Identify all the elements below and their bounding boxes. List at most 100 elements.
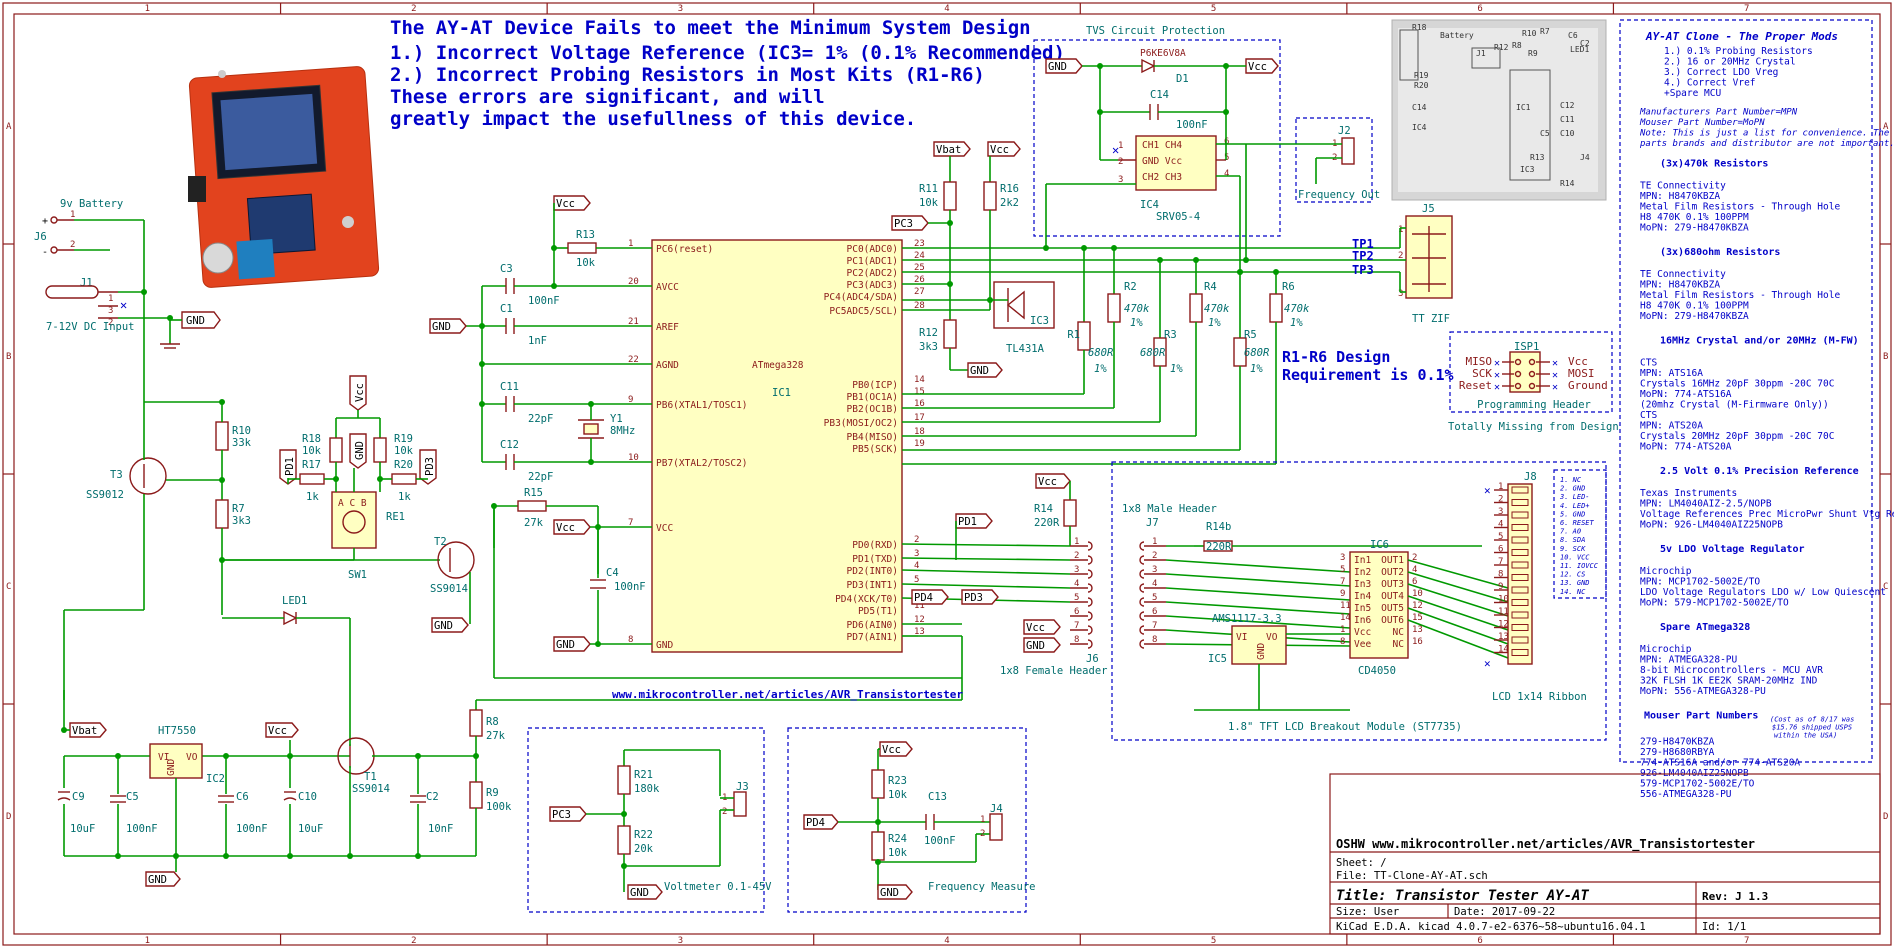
- tb-kicad: KiCad E.D.A. kicad 4.0.7-e2-6376~58~ubun…: [1336, 921, 1646, 933]
- svg-text:ISP1: ISP1: [1514, 341, 1539, 353]
- j6-ref: J6: [34, 231, 47, 243]
- svg-text:R1: R1: [1067, 329, 1080, 341]
- svg-text:680R: 680R: [1088, 347, 1113, 359]
- svg-text:Voltmeter 0.1-45V: Voltmeter 0.1-45V: [664, 881, 772, 893]
- svg-text:C9: C9: [72, 791, 85, 803]
- svg-text:100nF: 100nF: [126, 823, 158, 835]
- j8-pin-num: 14: [1498, 645, 1509, 655]
- mcu-pin-left: AREF: [656, 322, 679, 333]
- mcu-name: ATmega328: [752, 360, 804, 371]
- svg-text:1k: 1k: [306, 491, 319, 503]
- pcb-label: Battery: [1440, 31, 1474, 40]
- mcu-pin-num: 12: [914, 615, 925, 625]
- svg-text:R17: R17: [302, 459, 321, 471]
- ic6-pin-num: 7: [1340, 577, 1345, 587]
- svg-text:J5: J5: [1422, 203, 1435, 215]
- mcu-pin-num: 2: [914, 535, 919, 545]
- mcu-pin-right: PD7(AIN1): [847, 632, 898, 643]
- j6-pin-num: 8: [1074, 635, 1079, 645]
- mcu-pin-num: 7: [628, 518, 633, 528]
- mcu-pin-right: PB3(MOSI/OC2): [824, 418, 898, 429]
- ic6-pin-in: In2: [1354, 567, 1371, 578]
- svg-text:R13: R13: [576, 229, 595, 241]
- svg-text:2: 2: [722, 807, 727, 817]
- pcb-label: J4: [1580, 153, 1590, 162]
- mcu-pin-num: 27: [914, 287, 925, 297]
- svg-text:27k: 27k: [524, 517, 544, 529]
- svg-text:10uF: 10uF: [298, 823, 323, 835]
- svg-text:C11: C11: [500, 381, 519, 393]
- warning-line-4: These errors are significant, and will: [390, 86, 825, 108]
- battery-title: 9v Battery: [60, 198, 123, 210]
- grid-col-top: 2: [411, 4, 416, 14]
- bom-section-head: 16MHz Crystal and/or 20MHz (M-FW): [1660, 336, 1859, 347]
- svg-text:TP2: TP2: [1352, 249, 1374, 263]
- j8-legend-item: 10. VCC: [1560, 553, 1590, 561]
- svg-text:GND: GND: [166, 759, 177, 776]
- svg-text:Vbat: Vbat: [72, 725, 97, 737]
- bom-line: Texas Instruments: [1640, 488, 1737, 499]
- svg-text:R6: R6: [1282, 281, 1295, 293]
- bom-line: H8 470K 0.1% 100PPM: [1640, 301, 1749, 312]
- pcb-label: IC3: [1520, 165, 1535, 174]
- svg-text:1%: 1%: [1208, 317, 1221, 329]
- svg-text:VI: VI: [1236, 632, 1247, 643]
- svg-text:R21: R21: [634, 769, 653, 781]
- svg-text:IC5: IC5: [1208, 653, 1227, 665]
- svg-text:✕: ✕: [120, 298, 127, 312]
- j6-pin-num: 4: [1074, 579, 1079, 589]
- mcu-pin-right: PB0(ICP): [852, 380, 898, 391]
- svg-text:Frequency Measure: Frequency Measure: [928, 881, 1035, 893]
- grid-col-bottom: 4: [944, 936, 949, 946]
- svg-text:GND: GND: [970, 365, 989, 377]
- bom-line: 8-bit Microcontrollers - MCU AVR: [1640, 665, 1823, 676]
- ic6-pin-num: 12: [1412, 601, 1423, 611]
- svg-text:10k: 10k: [888, 789, 908, 801]
- j8-pin-num: 5: [1498, 532, 1503, 542]
- j7-pin-num: 8: [1152, 635, 1157, 645]
- bom-line: Metal Film Resistors - Through Hole: [1640, 202, 1840, 213]
- svg-text:100nF: 100nF: [236, 823, 268, 835]
- mcu-pin-right: PD4(XCK/T0): [835, 594, 898, 605]
- mcu-pin-right: PC5ADC5/SCL): [829, 306, 898, 317]
- pcb-label: R12: [1494, 43, 1509, 52]
- svg-text:VO: VO: [186, 752, 198, 763]
- j7-pin-num: 5: [1152, 593, 1157, 603]
- svg-text:SS9014: SS9014: [352, 783, 390, 795]
- svg-text:C1: C1: [500, 303, 513, 315]
- svg-text:PC3: PC3: [894, 218, 913, 230]
- pcb-label: C11: [1560, 115, 1575, 124]
- svg-text:1k: 1k: [398, 491, 411, 503]
- grid-col-top: 4: [944, 4, 949, 14]
- svg-text:PD1: PD1: [958, 516, 977, 528]
- ic6-pin-out: OUT2: [1381, 567, 1404, 578]
- freq-out-block: J2 12 Frequency Out: [1246, 117, 1380, 203]
- svg-text:J4: J4: [990, 803, 1003, 815]
- pcb-label: LED1: [1570, 45, 1589, 54]
- svg-text:1x8 Male Header: 1x8 Male Header: [1122, 503, 1217, 515]
- mcu-pin-num: 16: [914, 399, 925, 409]
- ic4-pin-label: GND Vcc: [1142, 156, 1182, 167]
- mcu-pin-left: VCC: [656, 523, 673, 534]
- pcb-label: C10: [1560, 129, 1575, 138]
- svg-text:R14b: R14b: [1206, 521, 1231, 533]
- dc-input-label: 7-12V DC Input: [46, 321, 135, 333]
- svg-text:Vcc: Vcc: [1038, 476, 1057, 488]
- svg-text:J3: J3: [736, 781, 749, 793]
- svg-text:PC3: PC3: [552, 809, 571, 821]
- svg-text:HT7550: HT7550: [158, 725, 196, 737]
- svg-text:470k: 470k: [1284, 303, 1310, 315]
- svg-text:GND: GND: [148, 874, 167, 886]
- bom-mod: 1.) 0.1% Probing Resistors: [1664, 46, 1813, 57]
- j6-pin-num: 3: [1074, 565, 1079, 575]
- mcu-pin-num: 24: [914, 251, 925, 261]
- svg-text:R22: R22: [634, 829, 653, 841]
- mcu-pin-num: 15: [914, 387, 925, 397]
- svg-text:C14: C14: [1150, 89, 1169, 101]
- title-block: OSHW www.mikrocontroller.net/articles/AV…: [1329, 773, 1881, 935]
- pcb-label: C2: [1580, 39, 1590, 48]
- mcu-pin-right: PD3(INT1): [847, 580, 898, 591]
